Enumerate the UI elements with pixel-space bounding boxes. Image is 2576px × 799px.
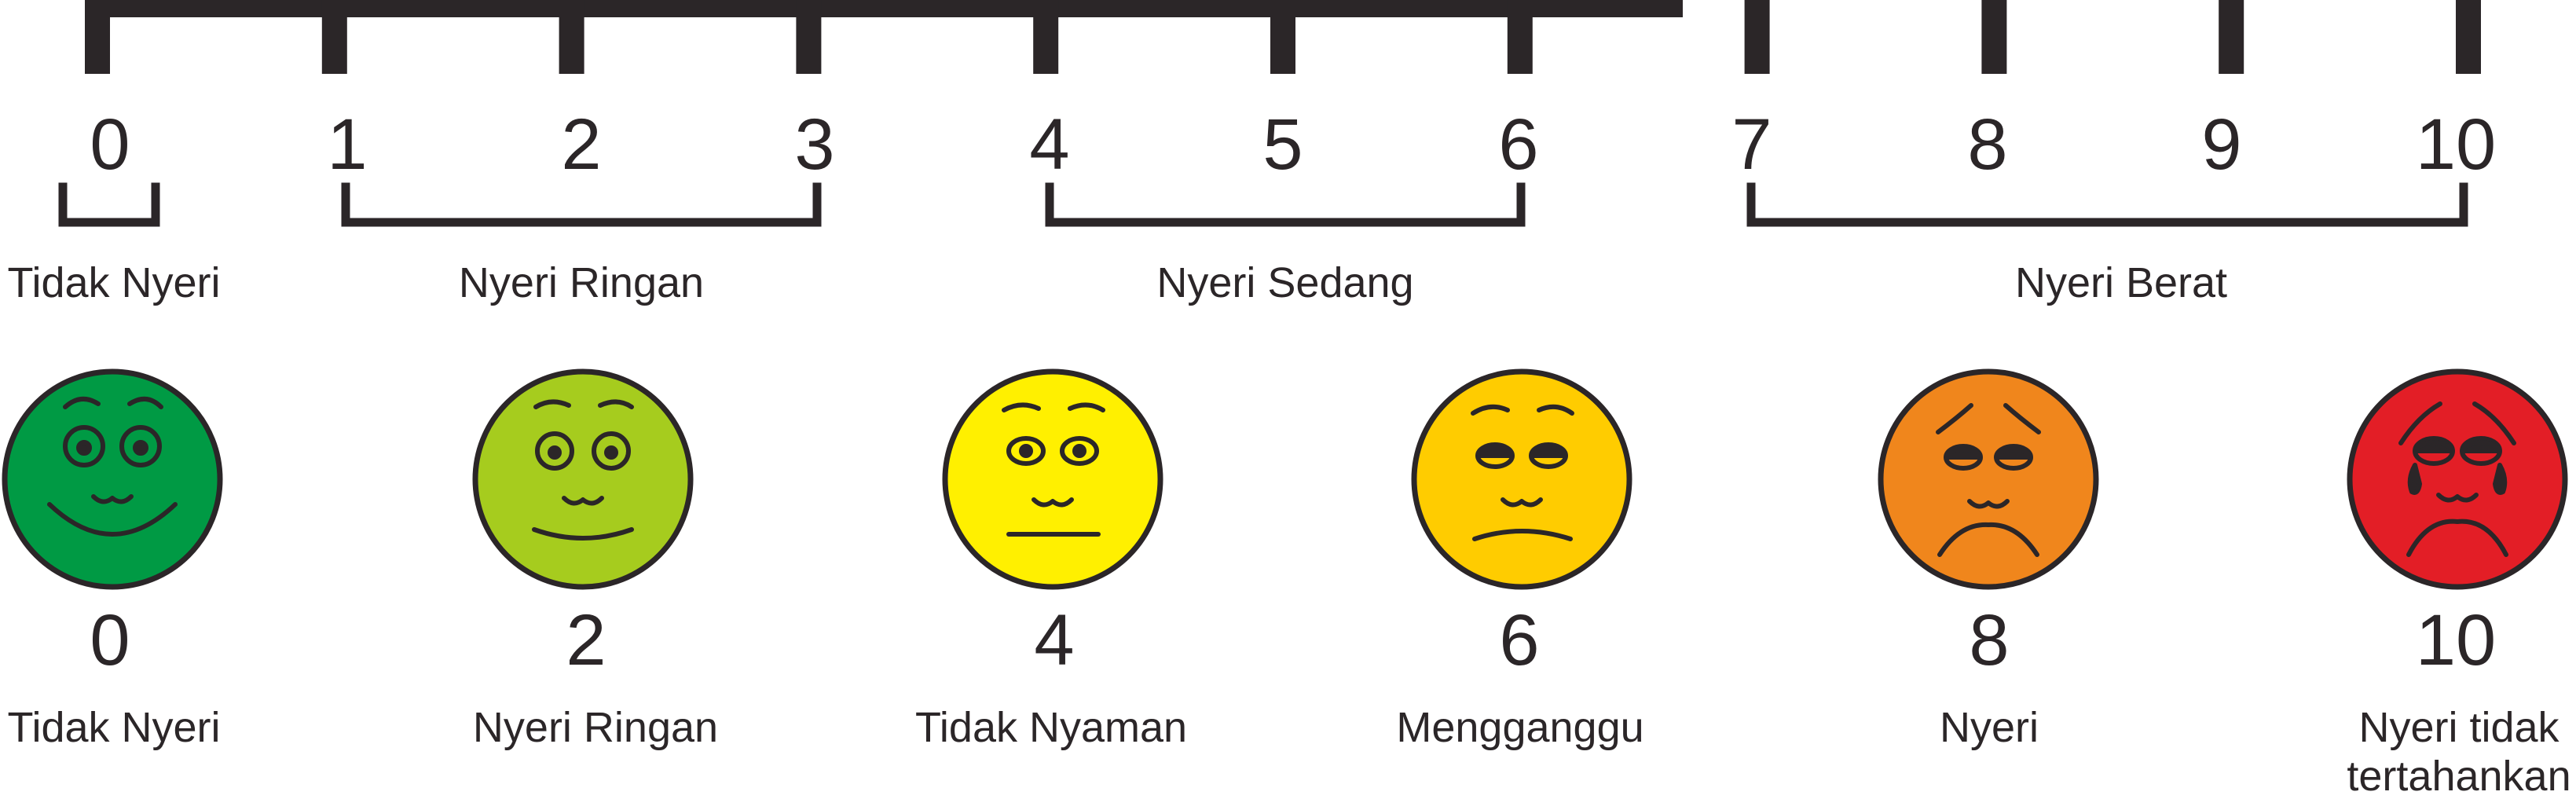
tick-label-4: 4 [1029, 104, 1069, 185]
face-labels: Tidak Nyeri Nyeri Ringan Tidak Nyaman Me… [7, 704, 2571, 799]
face-label-6: Mengganggu [1396, 704, 1643, 751]
tick-label-8: 8 [1967, 104, 2007, 185]
face-0-circle [2, 368, 223, 590]
group-label-nyeri-ringan: Nyeri Ringan [459, 259, 704, 306]
tick-label-2: 2 [561, 104, 601, 185]
bracket-nyeri-ringan [341, 182, 822, 227]
ruler-tick-10 [2456, 0, 2481, 74]
face-label-0: Tidak Nyeri [7, 704, 220, 751]
ruler-tick-0 [85, 0, 110, 74]
group-brackets [58, 182, 2468, 227]
ruler-tick-1 [321, 0, 347, 74]
group-label-tidak-nyeri: Tidak Nyeri [7, 259, 220, 306]
face-0 [2, 368, 223, 590]
face-values: 0 2 4 6 8 10 [90, 600, 2496, 680]
group-label-nyeri-berat: Nyeri Berat [2015, 259, 2227, 306]
face-value-6: 6 [1499, 600, 1539, 680]
face-4 [942, 368, 1163, 590]
ruler-tick-5 [1270, 0, 1295, 74]
tick-label-6: 6 [1498, 104, 1538, 185]
face-6-circle [1411, 368, 1632, 590]
face-2-circle [472, 368, 694, 590]
face-value-8: 8 [1969, 600, 2009, 680]
ruler-tick-3 [796, 0, 822, 74]
face-label-2: Nyeri Ringan [473, 704, 718, 751]
bracket-nyeri-berat [1746, 182, 2468, 227]
face-label-4: Tidak Nyaman [915, 704, 1187, 751]
face-8-circle [1878, 368, 2099, 590]
ruler-tick-2 [559, 0, 584, 74]
ruler-tick-8 [1981, 0, 2007, 74]
group-label-nyeri-sedang: Nyeri Sedang [1156, 259, 1413, 306]
tick-label-9: 9 [2201, 104, 2241, 185]
face-10-circle [2347, 368, 2568, 590]
tick-label-7: 7 [1731, 104, 1772, 185]
ruler-ticks [85, 0, 2481, 74]
ruler-tick-4 [1033, 0, 1059, 74]
face-value-10: 10 [2416, 600, 2496, 680]
face-10 [2347, 368, 2568, 590]
tick-label-1: 1 [327, 104, 367, 185]
scale-ruler [85, 0, 2481, 74]
ruler-tick-6 [1507, 0, 1533, 74]
tick-label-0: 0 [90, 104, 130, 185]
tick-label-10: 10 [2416, 104, 2496, 185]
tick-label-5: 5 [1262, 104, 1303, 185]
face-2 [472, 368, 694, 590]
face-value-4: 4 [1034, 600, 1074, 680]
bracket-nyeri-sedang [1045, 182, 1526, 227]
group-labels: Tidak Nyeri Nyeri Ringan Nyeri Sedang Ny… [7, 259, 2227, 306]
face-value-0: 0 [90, 600, 130, 680]
scale-numbers: 0 1 2 3 4 5 6 7 8 9 10 [90, 104, 2496, 185]
face-value-2: 2 [566, 600, 606, 680]
face-4-circle [942, 368, 1163, 590]
ruler-tick-7 [1744, 0, 1770, 74]
face-6 [1411, 368, 1632, 590]
face-label-8: Nyeri [1940, 704, 2039, 751]
tick-label-3: 3 [794, 104, 834, 185]
ruler-tick-9 [2219, 0, 2244, 74]
face-8 [1878, 368, 2099, 590]
bracket-tidak-nyeri [58, 182, 160, 227]
